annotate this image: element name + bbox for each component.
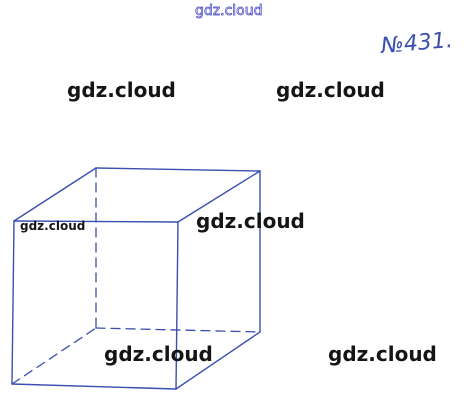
cube-edge-back-top (95, 167, 261, 172)
cube-edge-front-left (11, 220, 15, 385)
cube-edge-top-left (13, 167, 97, 222)
watermark-top: gdz.cloud (195, 3, 263, 19)
watermark-a: gdz.cloud (67, 78, 176, 102)
watermark-b: gdz.cloud (276, 78, 385, 102)
cube-hidden-edge-back-bottom (95, 327, 261, 333)
cube-hidden-edge-bottom-left (11, 327, 97, 385)
cube-edge-front-bottom (11, 383, 177, 390)
watermark-c: gdz.cloud (20, 219, 86, 233)
cube-edge-bottom-right (175, 331, 261, 390)
watermark-d: gdz.cloud (196, 209, 305, 233)
cube-edge-front-right (175, 221, 179, 390)
watermark-f: gdz.cloud (328, 342, 437, 366)
watermark-e: gdz.cloud (104, 342, 213, 366)
cube-edge-top-right (177, 170, 261, 223)
